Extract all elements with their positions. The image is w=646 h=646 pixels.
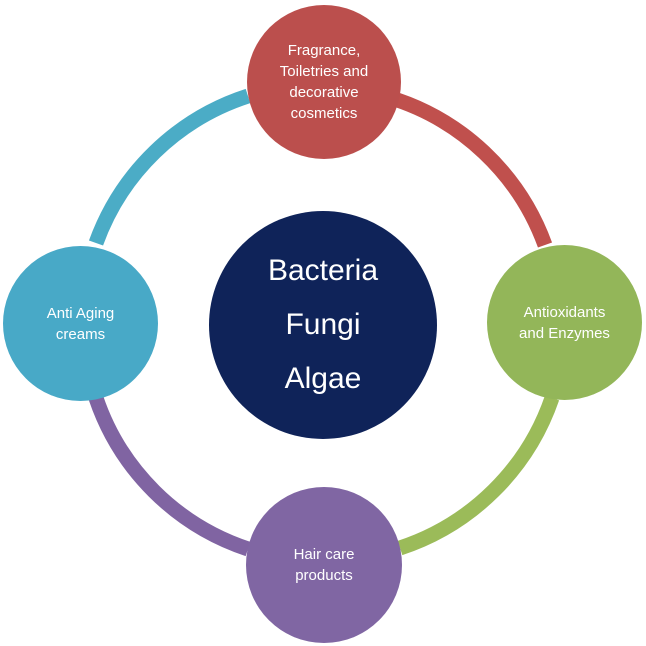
arc-right-to-bottom [397, 395, 560, 556]
node-label: Hair care products [293, 546, 355, 584]
node-label: Fragrance, Toiletries and decorative cos… [279, 42, 369, 122]
node-anti-aging: Anti Aging creams [3, 246, 158, 401]
node-label: Antioxidants and Enzymes [519, 303, 610, 342]
node-antioxidants-enzymes: Antioxidants and Enzymes [487, 245, 642, 400]
center-circle: Bacteria Fungi Algae [209, 211, 437, 439]
arc-left-to-top [88, 88, 251, 246]
node-fragrance-toiletries: Fragrance, Toiletries and decorative cos… [247, 5, 401, 159]
node-label: Anti Aging creams [46, 304, 115, 343]
arc-bottom-to-left [88, 395, 251, 557]
arc-top-to-right [385, 89, 553, 248]
node-hair-care: Hair care products [246, 487, 402, 643]
center-label: Bacteria Fungi Algae [267, 254, 379, 395]
